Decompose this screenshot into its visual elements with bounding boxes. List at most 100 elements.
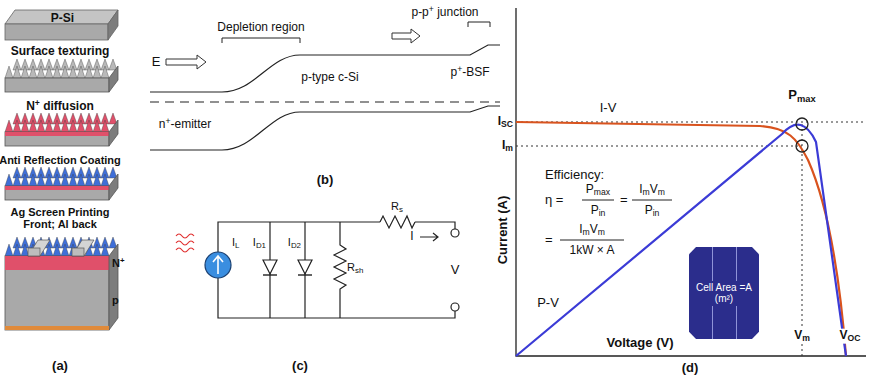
- texture-pyramid: [5, 174, 13, 186]
- source-arrow: [213, 256, 223, 274]
- wire: [218, 278, 455, 318]
- fraction-bar: [560, 240, 624, 241]
- region-label: n+-emitter: [159, 117, 211, 131]
- subscript: L: [235, 241, 239, 250]
- subscript: OC: [848, 333, 861, 343]
- texture-pyramid: [101, 174, 109, 186]
- curve-label: P-V: [537, 296, 559, 310]
- panel-label: (d): [682, 361, 699, 375]
- current-source: [205, 252, 231, 278]
- texture-pyramid: [101, 244, 109, 256]
- formula-text: Pin: [645, 204, 660, 219]
- slab-front: [5, 256, 109, 330]
- texture-pyramid: [93, 244, 101, 256]
- formula-text: 1kW × A: [569, 244, 614, 257]
- region-label: Depletion region: [217, 21, 304, 34]
- component-label: ID1: [253, 236, 266, 251]
- subscript: sh: [355, 266, 363, 275]
- texture-pyramid: [61, 244, 69, 256]
- ag-finger: [28, 248, 40, 256]
- texture-pyramid: [77, 66, 85, 78]
- texture-pyramid: [69, 120, 77, 132]
- texture-pyramid: [93, 174, 101, 186]
- slab-side: [109, 244, 118, 330]
- texture-pyramid: [101, 120, 109, 132]
- texture-pyramid: [85, 66, 93, 78]
- axis-title: Voltage (V): [607, 336, 674, 350]
- slab-side: [109, 120, 118, 146]
- texture-pyramid: [77, 174, 85, 186]
- curve-label: I-V: [600, 101, 617, 115]
- ag-finger: [72, 240, 94, 256]
- current-arrow: [420, 233, 438, 241]
- texture-pyramid: [61, 120, 69, 132]
- slab-side: [109, 66, 118, 92]
- superscript: +: [165, 116, 170, 126]
- conduction-band: [150, 45, 500, 92]
- fermi-level: [150, 101, 500, 102]
- formula-text: η =: [545, 193, 563, 207]
- junction-arrow: [392, 29, 420, 43]
- superscript: +: [35, 98, 40, 108]
- ag-finger: [72, 248, 84, 256]
- junction-bracket: [468, 22, 490, 27]
- light-ray: [176, 248, 194, 252]
- diode-symbol: [298, 260, 312, 274]
- texture-pyramid: [29, 66, 37, 78]
- resistor-symbol: [380, 216, 415, 228]
- subscript: D2: [291, 241, 301, 250]
- texture-pyramid: [13, 174, 21, 186]
- slab-front: [5, 24, 108, 40]
- panel-label: (a): [52, 359, 68, 373]
- texture-pyramid: [13, 120, 21, 132]
- wire: [415, 222, 455, 229]
- texture-pyramid: [37, 174, 45, 186]
- texture-pyramid: [29, 120, 37, 132]
- valence-band: [150, 106, 500, 150]
- field-label: E: [152, 55, 161, 69]
- light-ray: [176, 234, 194, 238]
- superscript: +: [457, 64, 462, 74]
- texture-pyramid: [29, 174, 37, 186]
- formula-text: Pmax: [586, 183, 610, 198]
- texture-pyramid: [77, 120, 85, 132]
- region-label: p-type c-Si: [301, 71, 358, 84]
- subscript: m: [505, 143, 513, 153]
- subscript: in: [599, 208, 606, 218]
- texture-pyramid: [5, 244, 13, 256]
- node-text: P-Si: [51, 12, 74, 26]
- layer-label: N+: [112, 257, 125, 269]
- axis-value: ISC: [498, 115, 513, 130]
- component-label: Rs: [391, 200, 403, 215]
- iv-curve: [516, 122, 846, 356]
- subscript: m: [582, 227, 589, 237]
- texture-pyramid: [45, 120, 53, 132]
- texture-pyramid: [37, 120, 45, 132]
- component-label: IL: [232, 236, 239, 251]
- fraction-bar: [632, 200, 672, 201]
- subscript: D1: [256, 241, 266, 250]
- step-label: Anti Reflection Coating: [0, 154, 121, 166]
- emitter-layer: [5, 132, 109, 136]
- component-label: ID2: [288, 236, 301, 251]
- step-label: Surface texturing: [11, 45, 110, 58]
- wire: [218, 222, 380, 252]
- texture-pyramid: [45, 174, 53, 186]
- subscript: m: [658, 187, 665, 197]
- terminal: [451, 303, 459, 311]
- region-label: p+-BSF: [450, 65, 489, 79]
- texture-pyramid: [45, 66, 53, 78]
- texture-pyramid: [61, 66, 69, 78]
- node-text: Cell Area =A (m²): [692, 281, 756, 306]
- slab-front: [5, 78, 109, 92]
- texture-pyramid: [53, 120, 61, 132]
- wafer-slab: P-Si: [15, 9, 110, 29]
- formula-text: ImVm: [579, 223, 605, 238]
- texture-pyramid: [85, 174, 93, 186]
- texture-pyramid: [69, 66, 77, 78]
- axis-value: Vm: [792, 329, 812, 344]
- texture-pyramid: [5, 120, 13, 132]
- texture-pyramid: [53, 66, 61, 78]
- layer-label: p: [112, 294, 119, 306]
- axis-value: Im: [502, 139, 513, 154]
